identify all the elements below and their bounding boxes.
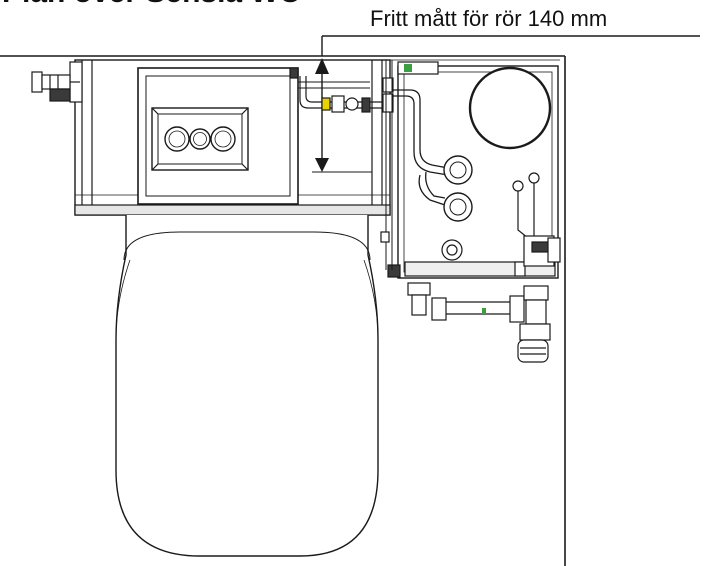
- flush-button-right-icon: [210, 126, 236, 152]
- dimension-leader: [321, 35, 700, 56]
- pipe-bends: [392, 89, 473, 222]
- wc-bowl: [115, 215, 379, 557]
- drain-pipe: [407, 282, 551, 363]
- flush-button-middle-icon: [189, 128, 211, 150]
- round-cover-icon: [468, 66, 552, 150]
- water-pipe: [298, 76, 394, 113]
- valve-stems: [512, 172, 561, 267]
- side-rail: [380, 60, 393, 270]
- flush-plate: [151, 107, 249, 171]
- dimension-label: Fritt mått för rör 140 mm: [370, 6, 608, 31]
- technical-unit: [387, 61, 559, 279]
- dimension-arrows: [312, 58, 372, 173]
- flush-button-left-icon: [164, 126, 190, 152]
- page-heading: Plan över Sensia WC: [2, 0, 300, 10]
- inlet-valve: [31, 71, 80, 102]
